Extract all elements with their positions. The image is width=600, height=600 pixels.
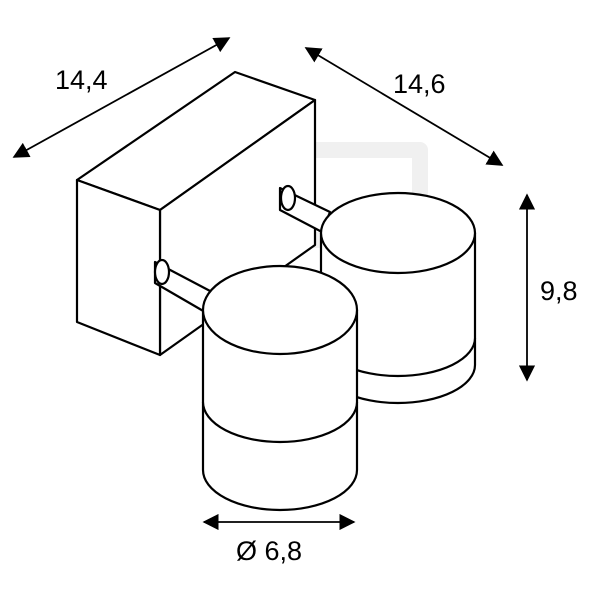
label-height: 9,8 (540, 276, 578, 306)
label-diameter: Ø 6,8 (236, 536, 302, 566)
dimension-arrow-depth-right (304, 47, 504, 166)
label-depth-right: 14,6 (393, 69, 446, 99)
front-cylinder (201, 264, 359, 512)
dimension-arrow-depth-left (12, 37, 231, 158)
back-cylinder (319, 191, 477, 405)
label-depth-left: 14,4 (55, 65, 108, 95)
